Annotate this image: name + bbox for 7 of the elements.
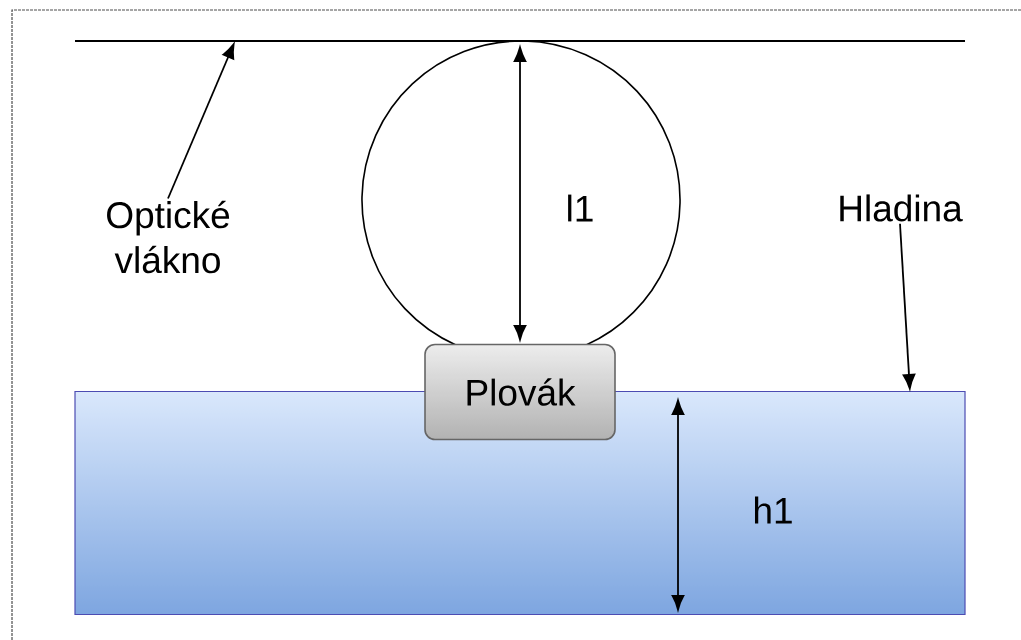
leader-line [167,43,235,200]
dimension-label: h1 [755,496,792,524]
callout-label: Hladina [840,194,963,222]
leader-line [899,222,916,390]
float-box: Plovák [424,343,616,441]
dimension-label: l1 [568,194,593,222]
callout-label: Optické vlákno [107,200,230,274]
